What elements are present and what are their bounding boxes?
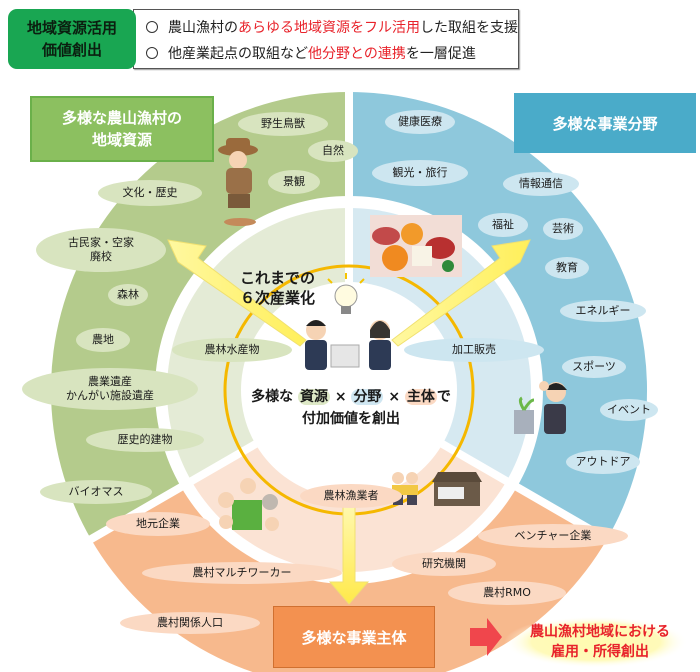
tag-biomass: バイオマス — [40, 480, 152, 504]
food-photo — [370, 215, 462, 277]
tag-rural-rmo: 農村RMO — [448, 581, 566, 605]
tag-welfare: 福祉 — [478, 213, 528, 237]
tag-culture-history: 文化・歴史 — [98, 180, 202, 206]
line1-highlight: あらゆる地域資源をフル活用 — [238, 20, 420, 36]
farmer-illustration — [218, 138, 258, 226]
tag-research-institutes: 研究機関 — [392, 552, 496, 576]
tag-tourism-travel: 観光・旅行 — [372, 160, 468, 186]
tag-rural-multiworker: 農村マルチワーカー — [142, 562, 342, 584]
tag-art: 芸術 — [543, 218, 583, 240]
circle-bullet-icon — [146, 21, 158, 33]
sixth-label-line1: これまでの — [240, 269, 316, 287]
line1-post: した取組を支援 — [420, 20, 518, 36]
circle-bullet-icon — [146, 47, 158, 59]
arrow-to-resources — [167, 239, 307, 347]
tag-energy: エネルギー — [560, 300, 646, 322]
farmers-house-illustration — [392, 472, 482, 506]
outcome-line2: 雇用・所得創出 — [551, 644, 649, 660]
formula-actor: 主体 — [404, 389, 437, 405]
tag-historic-buildings: 歴史的建物 — [86, 428, 204, 452]
title-fields-text: 多様な事業分野 — [552, 114, 658, 133]
formula-line1: 多様な 資源 × 分野 × 主体で — [236, 386, 466, 408]
header-line-1: 農山漁村のあらゆる地域資源をフル活用した取組を支援 — [146, 17, 518, 37]
red-arrow-icon — [470, 618, 502, 656]
tag-old-houses: 古民家・空家 — [68, 236, 134, 249]
lightbulb-icon — [327, 273, 365, 314]
outcome-glow — [504, 616, 688, 668]
header-line-2: 他産業起点の取組など他分野との連携を一層促進 — [146, 43, 476, 63]
formula-times-1: × — [334, 389, 347, 405]
tag-rural-related-population: 農村関係人口 — [120, 612, 260, 634]
tag-farmers-fishers: 農林漁業者 — [300, 484, 402, 508]
header-badge: 地域資源活用 価値創出 — [8, 9, 136, 69]
formula-line2: 付加価値を創出 — [302, 411, 400, 427]
line2-post: を一層促進 — [405, 46, 476, 62]
title-actors-text: 多様な事業主体 — [301, 628, 407, 647]
badge-line1: 地域資源活用 — [26, 19, 117, 37]
business-people-illustration — [305, 320, 391, 370]
tag-forest: 森林 — [108, 284, 148, 306]
tag-farmland: 農地 — [76, 328, 130, 352]
title-resources: 多様な農山漁村の 地域資源 — [30, 96, 214, 162]
tag-sports: スポーツ — [562, 356, 626, 378]
title-resources-line2: 地域資源 — [91, 131, 152, 149]
title-actors: 多様な事業主体 — [273, 606, 435, 668]
tag-nature: 自然 — [308, 140, 358, 162]
tag-agri-heritage: 農業遺産 — [88, 375, 132, 388]
formula-prefix: 多様な — [251, 389, 294, 405]
badge-line2: 価値創出 — [41, 41, 102, 59]
outcome-line1: 農山漁村地域における — [530, 624, 670, 640]
tag-agri-forestry-fishery-products: 農林水産物 — [172, 338, 292, 362]
tag-old-houses-closed-schools: 古民家・空家 廃校 — [36, 228, 166, 272]
tag-education: 教育 — [545, 257, 589, 279]
tag-local-companies: 地元企業 — [106, 512, 210, 536]
tag-landscape: 景観 — [268, 170, 320, 194]
line2-pre: 他産業起点の取組など — [168, 46, 308, 62]
tag-agricultural-heritage: 農業遺産 かんがい施設遺産 — [22, 368, 198, 410]
tag-events: イベント — [600, 399, 658, 421]
line2-highlight: 他分野との連携 — [308, 46, 406, 62]
formula-times-2: × — [388, 389, 401, 405]
businesswoman-illustration — [514, 381, 567, 434]
arrow-to-fields — [391, 239, 531, 347]
outcome-text: 農山漁村地域における 雇用・所得創出 — [510, 622, 690, 662]
formula-field: 分野 — [351, 389, 384, 405]
tag-outdoor: アウトドア — [566, 450, 640, 474]
tag-wildlife: 野生鳥獣 — [238, 112, 328, 136]
outer-sector-fields — [349, 92, 648, 539]
tag-ict: 情報通信 — [503, 172, 579, 196]
header-description-box: 農山漁村のあらゆる地域資源をフル活用した取組を支援 他産業起点の取組など他分野と… — [133, 9, 519, 69]
formula-resource: 資源 — [297, 389, 330, 405]
sixth-label-line2: ６次産業化 — [240, 289, 316, 307]
formula-suffix: で — [436, 389, 451, 405]
tag-irrigation-heritage: かんがい施設遺産 — [66, 389, 154, 402]
tag-health-medical: 健康医療 — [385, 110, 455, 134]
title-fields: 多様な事業分野 — [514, 93, 696, 153]
tag-closed-schools: 廃校 — [90, 250, 112, 263]
tag-processing-sales: 加工販売 — [404, 338, 544, 362]
line1-pre: 農山漁村の — [168, 20, 238, 36]
tag-venture-companies: ベンチャー企業 — [478, 524, 628, 548]
value-creation-formula: 多様な 資源 × 分野 × 主体で 付加価値を創出 — [236, 386, 466, 430]
sixth-industrialization-label: これまでの ６次産業化 — [240, 268, 315, 308]
title-resources-line1: 多様な農山漁村の — [61, 109, 182, 127]
meeting-group-illustration — [218, 478, 279, 531]
